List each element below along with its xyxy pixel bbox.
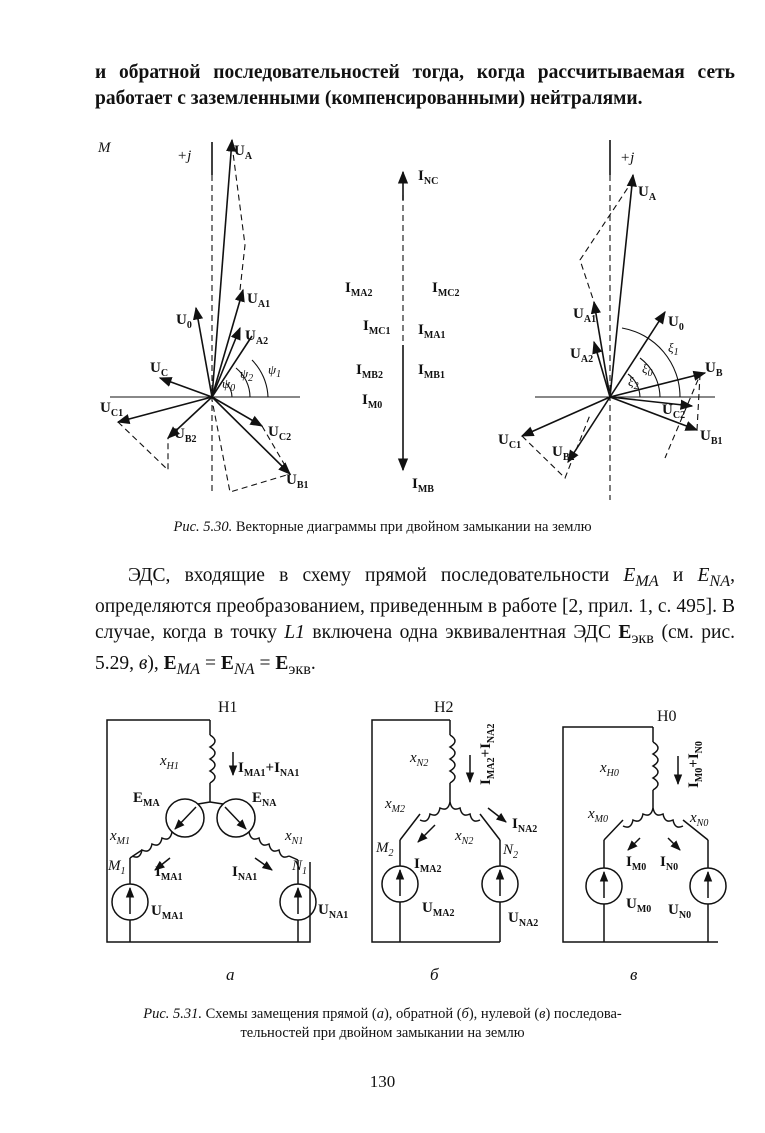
letter-a: а bbox=[226, 965, 235, 984]
letter-v: в bbox=[630, 965, 638, 984]
svg-text:N2: N2 bbox=[502, 842, 518, 861]
svg-text:UC1: UC1 bbox=[100, 400, 123, 419]
svg-text:IMA2+INA2: IMA2+INA2 bbox=[478, 724, 497, 785]
circuit-a: H1 xH1 IMA1+INA1 EMA ENA xM1 xN1 M1 N1 I… bbox=[106, 699, 348, 943]
svg-text:IMB: IMB bbox=[412, 476, 434, 495]
vector-diagram-n: +j UA UA1 U0 UA2 UB UC2 UB1 UC1 UB2 ξ1 ξ… bbox=[498, 140, 723, 500]
letter-b: б bbox=[430, 965, 439, 984]
svg-text:UA2: UA2 bbox=[245, 328, 268, 347]
svg-text:UMA2: UMA2 bbox=[422, 900, 455, 919]
svg-text:UNA1: UNA1 bbox=[318, 902, 348, 921]
figure-5-30-caption: Рис. 5.30. Векторные диаграммы при двойн… bbox=[173, 519, 592, 535]
svg-text:INC: INC bbox=[418, 168, 438, 187]
svg-text:UA: UA bbox=[234, 143, 253, 162]
figure-5-30: M +j UA UA1 UA2 U0 UC UC1 UB2 UC2 UB1 ψ1 bbox=[97, 138, 723, 500]
svg-text:UC2: UC2 bbox=[268, 424, 291, 443]
svg-text:IM0: IM0 bbox=[626, 854, 646, 873]
figure-5-31-caption: Рис. 5.31. Схемы замещения прямой (а), о… bbox=[143, 1006, 622, 1041]
svg-text:UA1: UA1 bbox=[573, 306, 596, 325]
svg-text:IMA2: IMA2 bbox=[414, 856, 442, 875]
svg-text:H1: H1 bbox=[218, 699, 238, 716]
svg-text:M2: M2 bbox=[375, 840, 394, 859]
vector-diagram-m: M +j UA UA1 UA2 U0 UC UC1 UB2 UC2 UB1 ψ1 bbox=[97, 138, 309, 495]
svg-text:xN2: xN2 bbox=[454, 828, 473, 847]
svg-text:UC2: UC2 bbox=[662, 402, 685, 421]
svg-text:xN2: xN2 bbox=[409, 750, 428, 769]
svg-text:ψ0: ψ0 bbox=[222, 376, 235, 394]
svg-text:UC: UC bbox=[150, 360, 168, 379]
svg-text:N1: N1 bbox=[291, 858, 307, 877]
svg-text:ENA: ENA bbox=[252, 790, 277, 809]
svg-text:+j: +j bbox=[620, 150, 634, 166]
svg-text:xH0: xH0 bbox=[599, 760, 619, 779]
svg-text:xN0: xN0 bbox=[689, 810, 708, 829]
svg-text:IMB2: IMB2 bbox=[356, 362, 383, 381]
svg-text:UN0: UN0 bbox=[668, 902, 691, 921]
svg-text:IMB1: IMB1 bbox=[418, 362, 445, 381]
svg-text:UB2: UB2 bbox=[552, 444, 575, 463]
svg-text:ψ2: ψ2 bbox=[240, 366, 253, 384]
svg-text:IMC1: IMC1 bbox=[363, 318, 391, 337]
svg-text:IMC2: IMC2 bbox=[432, 280, 460, 299]
svg-text:IMA2: IMA2 bbox=[345, 280, 373, 299]
figure-5-31: H1 xH1 IMA1+INA1 EMA ENA xM1 xN1 M1 N1 I… bbox=[106, 699, 727, 984]
page-number: 130 bbox=[369, 1072, 396, 1091]
svg-text:ψ1: ψ1 bbox=[268, 362, 281, 380]
svg-text:UA2: UA2 bbox=[570, 346, 593, 365]
svg-text:ξ1: ξ1 bbox=[668, 340, 679, 358]
svg-text:UB: UB bbox=[705, 360, 723, 379]
svg-text:xM0: xM0 bbox=[587, 806, 608, 825]
svg-text:UA1: UA1 bbox=[247, 291, 270, 310]
svg-text:H0: H0 bbox=[657, 708, 677, 725]
svg-text:IMA1: IMA1 bbox=[155, 864, 183, 883]
svg-text:H2: H2 bbox=[434, 699, 454, 716]
svg-text:UC1: UC1 bbox=[498, 432, 521, 451]
current-diagram: INC IMA2 IMC2 IMC1 IMA1 IMB2 IMB1 IM0 IM… bbox=[345, 168, 460, 495]
svg-text:IM0+IN0: IM0+IN0 bbox=[686, 741, 705, 788]
svg-text:IMA1: IMA1 bbox=[418, 322, 446, 341]
svg-text:IM0: IM0 bbox=[362, 392, 382, 411]
svg-text:UA: UA bbox=[638, 184, 657, 203]
svg-text:EMA: EMA bbox=[133, 790, 160, 809]
svg-text:UNA2: UNA2 bbox=[508, 910, 538, 929]
svg-text:UM0: UM0 bbox=[626, 896, 651, 915]
svg-text:UB1: UB1 bbox=[700, 428, 723, 447]
svg-text:INA2: INA2 bbox=[512, 816, 537, 835]
circuit-b: H2 xN2 IMA2+INA2 xM2 xN2 INA2 M2 N2 IMA2… bbox=[371, 699, 538, 943]
svg-text:U0: U0 bbox=[176, 312, 192, 331]
paragraph-emf: ЭДС, входящие в схему прямой последовате… bbox=[95, 565, 735, 678]
svg-text:INA1: INA1 bbox=[232, 864, 257, 883]
diagram-m-axis-label: +j bbox=[177, 148, 191, 164]
svg-text:IN0: IN0 bbox=[660, 854, 678, 873]
svg-text:UB1: UB1 bbox=[286, 472, 309, 491]
svg-text:U0: U0 bbox=[668, 314, 684, 333]
svg-text:xH1: xH1 bbox=[159, 753, 179, 772]
svg-text:xM1: xM1 bbox=[109, 828, 130, 847]
svg-text:UMA1: UMA1 bbox=[151, 903, 184, 922]
svg-text:ξ0: ξ0 bbox=[642, 361, 653, 379]
svg-text:UB2: UB2 bbox=[174, 426, 197, 445]
svg-text:xM2: xM2 bbox=[384, 796, 405, 815]
svg-text:ξ2: ξ2 bbox=[628, 374, 639, 392]
svg-text:IMA1+INA1: IMA1+INA1 bbox=[238, 760, 299, 779]
circuit-v: H0 xH0 IM0+IN0 xM0 xN0 IM0 IN0 UM0 UN0 bbox=[562, 708, 727, 943]
diagram-m-title: M bbox=[97, 140, 112, 156]
paragraph-intro: и обратной последовательностей тогда, ко… bbox=[95, 62, 735, 109]
svg-text:M1: M1 bbox=[107, 858, 126, 877]
svg-text:xN1: xN1 bbox=[284, 828, 303, 847]
